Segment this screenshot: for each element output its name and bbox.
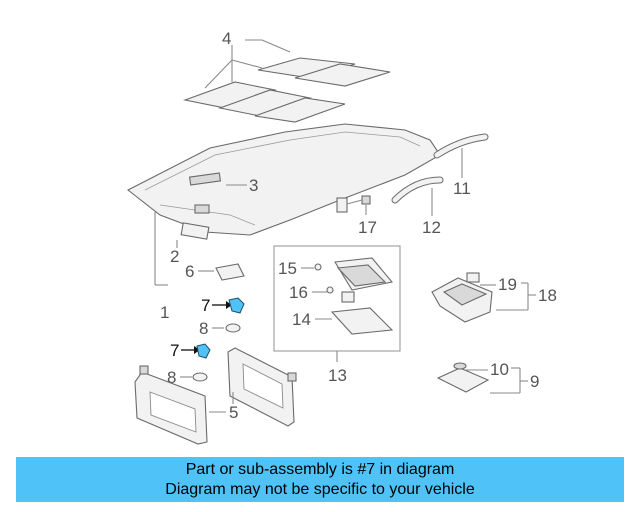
callout-1-leaders (154, 212, 168, 286)
visor-clip-8-upper (225, 323, 241, 333)
callout-16: 16 (289, 283, 308, 302)
caption-bar: Part or sub-assembly is #7 in diagram Di… (16, 457, 624, 502)
grab-handle-rear (433, 133, 489, 159)
cargo-lamp (436, 362, 490, 393)
callout-7-lower: 7 (170, 341, 179, 360)
callout-11: 11 (453, 179, 471, 198)
callout-12: 12 (422, 218, 441, 237)
callout-3: 3 (249, 176, 258, 195)
clip-17 (336, 195, 371, 213)
map-lamp (314, 257, 394, 335)
callout-19: 19 (498, 275, 517, 294)
callout-7-lower-arrowhead (194, 346, 200, 354)
callout-7-upper-arrowhead (226, 301, 232, 309)
callout-8-lower: 8 (167, 368, 176, 387)
callout-13: 13 (328, 366, 347, 385)
sun-visor-left (134, 365, 208, 445)
lamp-lens-6 (215, 263, 245, 281)
callout-15: 15 (278, 259, 297, 278)
callout-6: 6 (185, 262, 194, 281)
visor-clip-8-lower (192, 372, 208, 382)
callout-4-leaders (204, 39, 291, 89)
dome-lamp (431, 272, 493, 323)
callout-18: 18 (538, 286, 557, 305)
parts-diagram: 4 1 3 2 11 12 17 (126, 29, 557, 445)
insulation-pads (182, 57, 391, 123)
headliner (126, 123, 441, 240)
visor-clip-highlight-upper (228, 297, 245, 314)
visor-clip-highlight-lower (196, 343, 211, 359)
callout-8-upper: 8 (199, 319, 208, 338)
callout-5: 5 (229, 403, 238, 422)
callout-7-upper: 7 (201, 296, 210, 315)
callout-4: 4 (222, 29, 231, 48)
caption-line-2: Diagram may not be specific to your vehi… (165, 481, 475, 498)
callout-10: 10 (490, 360, 509, 379)
grab-handle-front (391, 176, 444, 204)
callout-1: 1 (160, 303, 169, 322)
callout-9: 9 (530, 372, 539, 391)
sun-visor-right (227, 347, 297, 427)
callout-17: 17 (358, 218, 377, 237)
callout-14: 14 (292, 310, 311, 329)
caption-line-1: Part or sub-assembly is #7 in diagram (185, 461, 455, 478)
callout-2: 2 (170, 247, 179, 266)
